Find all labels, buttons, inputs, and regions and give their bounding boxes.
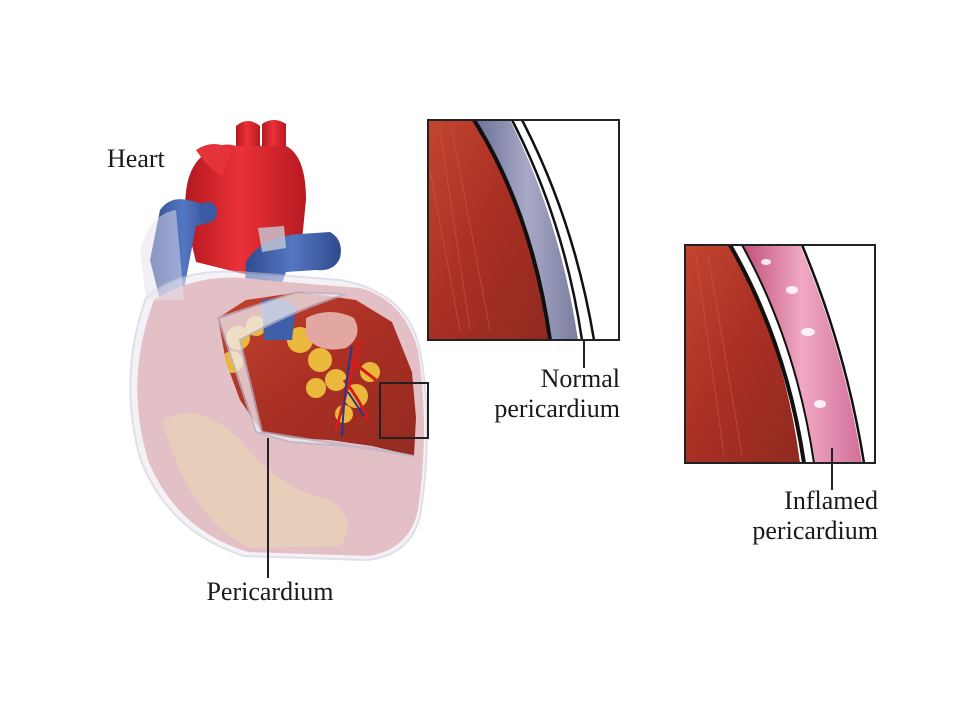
- inflamed-pericardium-label: Inflamed pericardium: [720, 486, 878, 546]
- pericardium-label: Pericardium: [190, 577, 350, 607]
- normal-pericardium-label: Normal pericardium: [468, 364, 620, 424]
- heart-label-text: Heart: [107, 144, 165, 173]
- normal-label-line2: pericardium: [494, 394, 620, 423]
- inflamed-pericardium-inset: [684, 244, 876, 490]
- pericardium-flap: [216, 290, 415, 457]
- normal-label-line1: Normal: [540, 364, 620, 393]
- pericardium-label-text: Pericardium: [206, 577, 334, 606]
- inflamed-label-line2: pericardium: [752, 516, 878, 545]
- zoom-highlight-box: [379, 382, 429, 439]
- normal-pericardium-inset: [427, 119, 620, 368]
- heart-label: Heart: [107, 144, 165, 174]
- inflamed-label-line1: Inflamed: [784, 486, 878, 515]
